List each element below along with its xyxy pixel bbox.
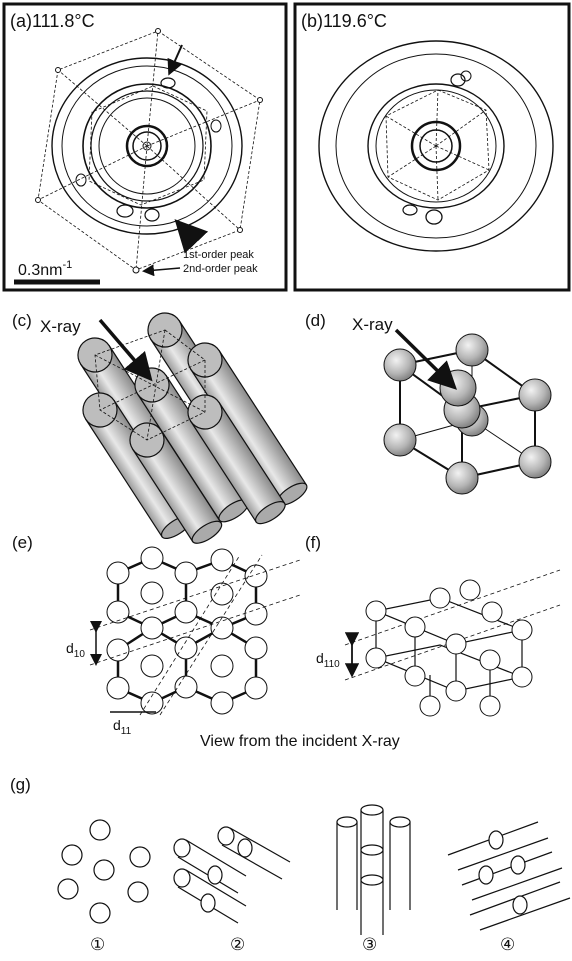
cube-spheres xyxy=(384,334,551,494)
g-num-1: ① xyxy=(90,935,105,954)
panel-g: (g) ① ② ③ ④ xyxy=(10,775,570,954)
d11-label: d11 xyxy=(113,717,132,737)
panel-c: (c) X-ray xyxy=(12,306,310,547)
panel-f-label: (f) xyxy=(305,533,321,552)
panel-d-xray-label: X-ray xyxy=(352,315,393,334)
hex-circles xyxy=(107,547,267,714)
panel-b-label: (b)119.6°C xyxy=(301,11,387,31)
cylinder-array xyxy=(71,306,310,547)
panel-g-label: (g) xyxy=(10,775,31,794)
panel-a-second-peak-label: 2nd-order peak xyxy=(183,263,258,275)
d110-label: d110 xyxy=(316,650,340,670)
panel-a-arrow-top xyxy=(170,45,182,72)
d10-label: d10 xyxy=(66,640,85,660)
panel-d: (d) X-ray xyxy=(305,311,551,494)
panel-b-hexagon xyxy=(386,90,489,200)
panel-a-first-peak-label: 1st-order peak xyxy=(183,249,254,261)
panel-a-first-peak-arrow xyxy=(180,225,196,242)
g2-cylinders xyxy=(174,827,290,923)
panel-b: (b)119.6°C xyxy=(295,4,569,290)
g3-cylinders xyxy=(337,805,410,935)
panel-a: (a)111.8°C 0.3nm-1 1st-order peak 2nd-or… xyxy=(4,4,286,290)
g1-circles xyxy=(58,820,150,923)
panel-d-label: (d) xyxy=(305,311,326,330)
panel-a-scale-text: 0.3nm-1 xyxy=(18,259,72,279)
g-num-4: ④ xyxy=(500,935,515,954)
g4-cylinders xyxy=(448,822,570,930)
panel-c-xray-label: X-ray xyxy=(40,317,81,336)
view-caption: View from the incident X-ray xyxy=(200,733,400,750)
g-num-2: ② xyxy=(230,935,245,954)
panel-a-second-peak-arrow xyxy=(145,268,180,271)
g-num-3: ③ xyxy=(362,935,377,954)
panel-a-label: (a)111.8°C xyxy=(10,11,95,31)
panel-f: (f) d110 xyxy=(305,533,560,716)
panel-c-label: (c) xyxy=(12,311,32,330)
panel-e: (e) d10 d11 xyxy=(12,533,300,737)
bcc-circles xyxy=(366,580,532,716)
panel-e-label: (e) xyxy=(12,533,33,552)
